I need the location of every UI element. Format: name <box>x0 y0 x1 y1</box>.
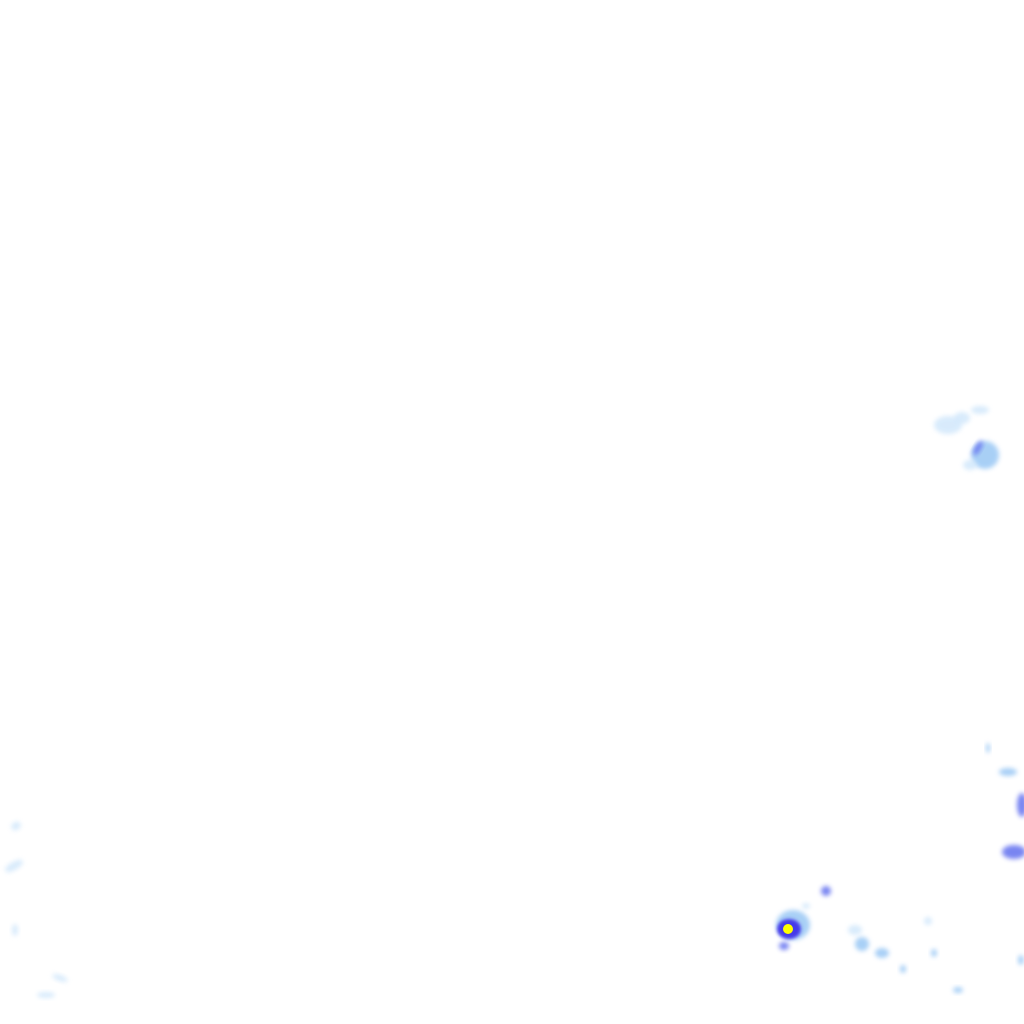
precipitation-cell <box>973 440 983 456</box>
precipitation-cell <box>931 949 937 957</box>
precipitation-cell <box>12 924 18 936</box>
precipitation-cell <box>875 948 889 958</box>
precipitation-cell <box>855 937 869 951</box>
precipitation-cell <box>1017 793 1024 817</box>
precipitation-cell <box>1018 955 1024 965</box>
precipitation-cell <box>5 859 23 873</box>
precipitation-cell <box>953 987 963 993</box>
precipitation-cell <box>11 821 21 831</box>
precipitation-cell <box>848 925 862 935</box>
precipitation-cell <box>971 406 989 414</box>
precipitation-cell <box>779 942 789 950</box>
precipitation-cell <box>900 965 906 973</box>
precipitation-cell <box>1002 845 1024 859</box>
precipitation-cell <box>37 992 55 998</box>
precipitation-cell <box>963 460 977 470</box>
precipitation-cell <box>999 768 1017 776</box>
precipitation-cell <box>802 903 810 909</box>
precipitation-cell <box>986 743 990 753</box>
precipitation-cell <box>924 917 932 925</box>
precipitation-cell <box>954 412 970 424</box>
precipitation-cell <box>821 886 831 896</box>
precipitation-cell <box>52 974 68 982</box>
intense-precipitation-core <box>783 924 793 934</box>
